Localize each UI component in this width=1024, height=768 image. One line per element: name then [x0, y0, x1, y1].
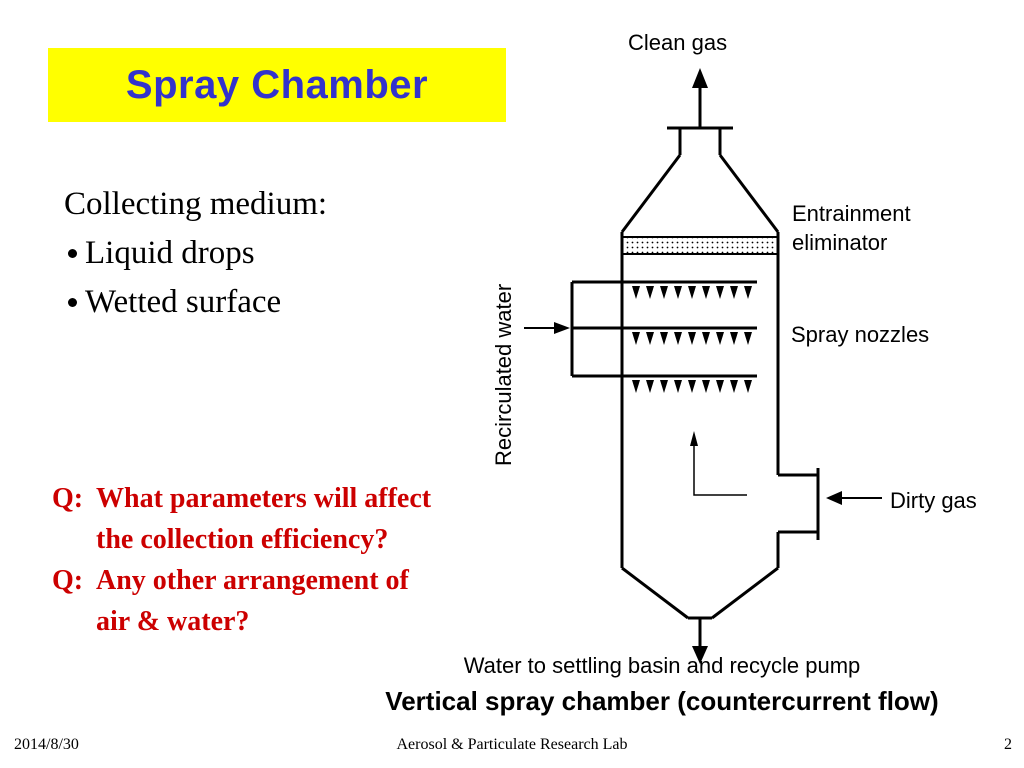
eliminator-label: eliminator	[792, 230, 887, 255]
question-label: Q:	[52, 483, 84, 514]
nozzle-row	[632, 286, 752, 299]
question-line: the collection efficiency?	[96, 524, 389, 555]
clean-gas-arrow	[692, 68, 708, 128]
footer-lab: Aerosol & Particulate Research Lab	[396, 736, 628, 753]
water-inlet-arrow	[524, 322, 570, 334]
bullet-dot	[68, 249, 77, 258]
title-box: Spray Chamber	[48, 48, 506, 122]
water-piping	[570, 280, 757, 378]
clean-gas-label: Clean gas	[628, 30, 727, 55]
spray-nozzles	[632, 286, 752, 393]
water-outlet-arrow	[692, 618, 708, 664]
medium-item: Wetted surface	[64, 278, 327, 327]
nozzle-row	[632, 380, 752, 393]
medium-item: Liquid drops	[64, 229, 327, 278]
nozzle-row	[632, 332, 752, 345]
spray-nozzles-label: Spray nozzles	[791, 322, 929, 347]
collecting-medium: Collecting medium: Liquid drops Wetted s…	[64, 180, 327, 327]
question: Q: What parameters will affect the colle…	[52, 478, 512, 560]
entrainment-eliminator	[621, 236, 779, 255]
water-outlet-label: Water to settling basin and recycle pump	[463, 653, 861, 678]
footer-page-number: 2	[1004, 736, 1012, 753]
question-line: What parameters will affect	[96, 483, 432, 514]
question-label: Q:	[52, 565, 84, 596]
dirty-gas-label: Dirty gas	[890, 488, 977, 513]
gas-flow-arrow	[690, 431, 747, 496]
vessel-outline	[620, 126, 820, 620]
medium-heading: Collecting medium:	[64, 186, 328, 222]
questions: Q: What parameters will affect the colle…	[52, 478, 512, 642]
medium-item-label: Wetted surface	[85, 284, 282, 320]
question-line: Any other arrangement of	[96, 565, 409, 596]
question-line: air & water?	[96, 606, 250, 637]
slide-title: Spray Chamber	[125, 62, 429, 107]
bullet-dot	[68, 298, 77, 307]
dirty-gas-arrow	[826, 491, 882, 505]
diagram-caption: Vertical spray chamber (countercurrent f…	[385, 686, 939, 716]
entrainment-label: Entrainment	[792, 201, 911, 226]
medium-item-label: Liquid drops	[85, 235, 255, 271]
recirculated-water-label: Recirculated water	[491, 284, 516, 466]
footer-date: 2014/8/30	[14, 736, 79, 753]
question: Q: Any other arrangement of air & water?	[52, 560, 512, 642]
